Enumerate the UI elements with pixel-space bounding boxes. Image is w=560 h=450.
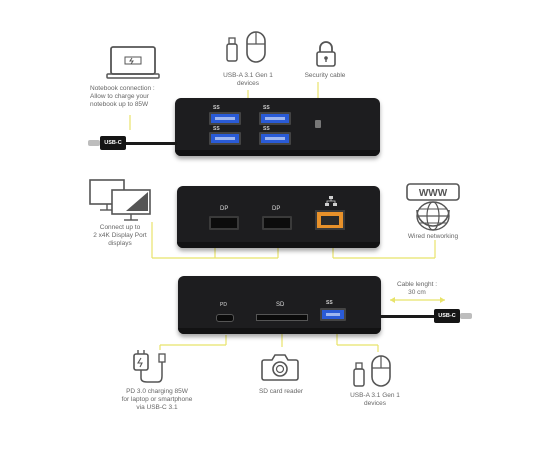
usb-c-plug: USB-C: [434, 309, 460, 323]
usb-c-tip: [460, 313, 472, 319]
displayport-port: [262, 216, 292, 230]
network-mark: [325, 196, 337, 206]
laptop-icon: [105, 45, 161, 81]
usb-devices-top-label: USB-A 3.1 Gen 1 devices: [223, 72, 273, 87]
ss-mark: SS: [263, 126, 270, 132]
ss-mark: SS: [326, 300, 333, 306]
usb-a-port: [209, 132, 241, 145]
sd-reader-label: SD card reader: [258, 388, 304, 395]
monitors-icon: [88, 178, 152, 222]
dock-back-view: DP DP: [177, 186, 380, 248]
cable-length-label: Cable lenght : 30 cm: [396, 281, 438, 296]
usb-a-port: [320, 308, 346, 321]
displays-label: Connect up to 2 x4K Display Port display…: [93, 224, 147, 247]
sd-card-slot: [256, 314, 308, 321]
wired-label: Wired networking: [407, 233, 459, 240]
charger-icon: [130, 348, 174, 386]
usb-stick-icon: [225, 37, 239, 63]
mouse-icon: [370, 354, 392, 388]
camera-icon: [260, 352, 300, 382]
security-slot: [315, 120, 321, 128]
ss-mark: SS: [213, 105, 220, 111]
ss-mark: SS: [263, 105, 270, 111]
ss-mark: SS: [213, 126, 220, 132]
mouse-icon: [245, 30, 267, 64]
pd-charging-label: PD 3.0 charging 85W for laptop or smartp…: [121, 388, 193, 411]
usb-c-cable: [122, 142, 177, 145]
pd-mark: PD: [220, 302, 227, 308]
ethernet-port: [315, 210, 345, 230]
usbc-tag: USB-C: [438, 313, 456, 319]
displayport-port: [209, 216, 239, 230]
usb-a-port: [259, 132, 291, 145]
usb-stick-icon: [352, 362, 366, 388]
notebook-label: Notebook connection : Allow to charge yo…: [90, 85, 155, 108]
dock-top-view: SS SS SS SS: [175, 98, 380, 156]
dp-mark: DP: [220, 206, 229, 212]
dp-mark: DP: [272, 206, 281, 212]
usb-c-tip: [88, 140, 100, 146]
sd-mark: SD: [276, 302, 285, 308]
usb-c-plug: USB-C: [100, 136, 126, 150]
usb-devices-bottom-label: USB-A 3.1 Gen 1 devices: [350, 392, 400, 407]
www-globe-icon: WWW: [405, 182, 461, 234]
www-text: WWW: [419, 188, 448, 199]
dock-front-view: PD SD SS: [178, 276, 381, 334]
usbc-tag: USB-C: [104, 140, 122, 146]
usb-a-port: [259, 112, 291, 125]
padlock-icon: [315, 40, 337, 68]
usb-c-cable: [380, 315, 436, 318]
usb-a-port: [209, 112, 241, 125]
security-label: Security cable: [304, 72, 346, 79]
usb-c-port: [216, 314, 234, 322]
